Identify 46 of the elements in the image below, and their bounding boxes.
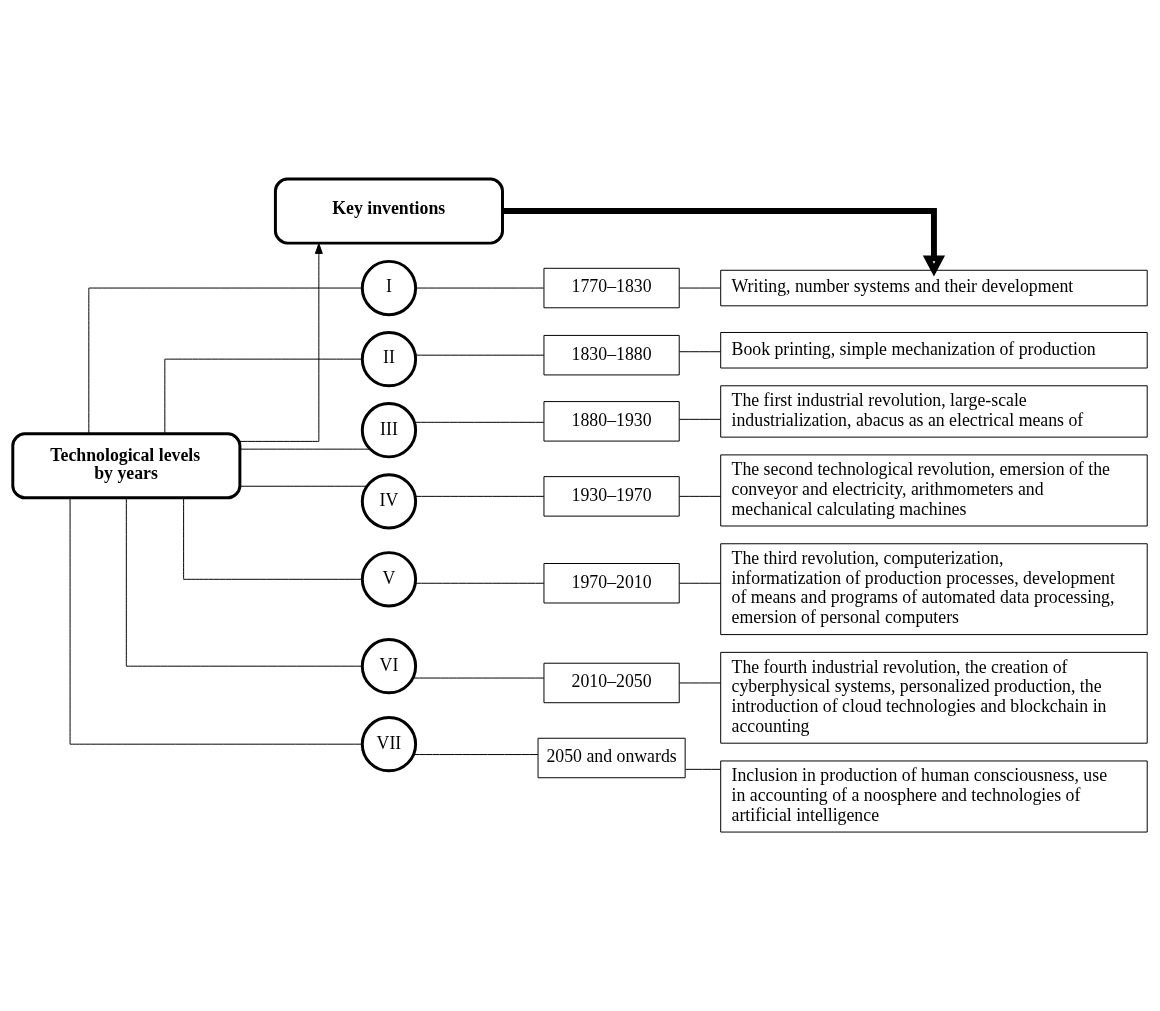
node-box: 1880–1930 bbox=[543, 401, 680, 442]
node-box: 1770–1830 bbox=[543, 267, 680, 309]
connector bbox=[414, 354, 545, 356]
connector bbox=[679, 495, 721, 497]
connector bbox=[415, 287, 545, 289]
node-box: The second technological revolution, emersion of the conveyor and electricity, arithmometers and mechanical calculating machines bbox=[720, 454, 1148, 527]
node-circle: I bbox=[360, 259, 418, 317]
connector bbox=[414, 582, 545, 584]
node-box: The fourth industrial revolution, the creation of cyberphysical systems, personalized production, the introduction of cloud technologies and blockchain in accounting bbox=[720, 651, 1148, 744]
connector bbox=[414, 495, 545, 497]
node-circle: II bbox=[360, 331, 418, 388]
node-box: 2050 and onwards bbox=[537, 737, 686, 779]
connector bbox=[679, 287, 721, 289]
connector bbox=[69, 497, 363, 745]
connector bbox=[413, 754, 539, 756]
node-box: The first industrial revolution, large-scale industrialization, abacus as an electrical means of bbox=[720, 385, 1148, 438]
node-box: 1930–1970 bbox=[543, 476, 680, 517]
connector bbox=[685, 768, 721, 770]
node-box: Writing, number systems and their development bbox=[720, 269, 1148, 307]
node-box: The third revolution, computerization, informatization of production processes, development of means and programs of automated data processing, emersion of personal computers bbox=[720, 543, 1148, 636]
node-circle: VII bbox=[360, 716, 418, 773]
node-circle: III bbox=[360, 402, 418, 459]
connector bbox=[679, 582, 721, 584]
connector bbox=[164, 358, 363, 434]
connector bbox=[88, 287, 363, 435]
arrow bbox=[239, 243, 323, 442]
connector bbox=[414, 421, 545, 423]
node-box: Key inventions bbox=[273, 177, 504, 245]
connector bbox=[679, 418, 721, 420]
node-circle: IV bbox=[360, 473, 418, 530]
node-box: 1830–1880 bbox=[543, 334, 680, 376]
node-circle: V bbox=[360, 551, 418, 608]
node-box: 2010–2050 bbox=[543, 662, 680, 704]
node-box: Inclusion in production of human consciousness, use in accounting of a noosphere and technologies of artificial intelligence bbox=[720, 760, 1148, 833]
connector bbox=[125, 497, 363, 667]
node-box: Technological levels by years bbox=[11, 432, 242, 500]
node-box: 1970–2010 bbox=[543, 563, 680, 604]
node-box: Book printing, simple mechanization of production bbox=[720, 331, 1148, 369]
connector bbox=[679, 682, 721, 684]
connector bbox=[239, 448, 371, 450]
arrow bbox=[502, 208, 946, 277]
connector bbox=[679, 351, 721, 353]
connector bbox=[412, 677, 545, 679]
connector bbox=[183, 497, 363, 580]
node-circle: VI bbox=[360, 638, 418, 695]
connector bbox=[239, 485, 368, 487]
